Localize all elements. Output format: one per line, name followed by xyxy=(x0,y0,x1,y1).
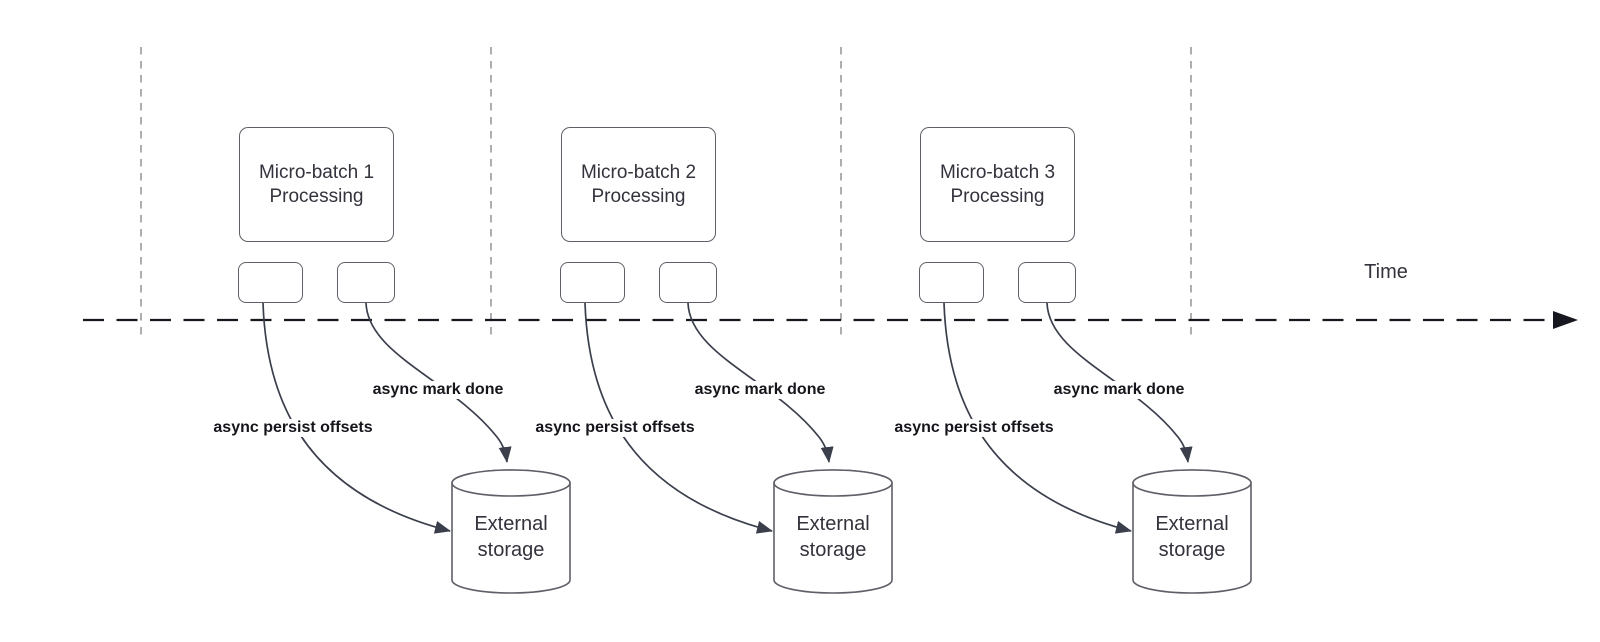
mark-done-arrow-label: async mark done xyxy=(1050,381,1188,399)
persist-offsets-arrow xyxy=(943,302,1132,534)
external-storage-label: External storage xyxy=(796,513,870,561)
external-storage-label: External storage xyxy=(1155,513,1229,561)
persist-offsets-arrow-label: async persist offsets xyxy=(210,419,376,437)
time-axis-arrowhead-icon xyxy=(1553,311,1578,329)
mark-done-task-node xyxy=(1018,262,1076,303)
mark-done-task-node xyxy=(659,262,717,303)
external-storage-cylinder-top xyxy=(773,469,893,497)
persist-offsets-arrow-label: async persist offsets xyxy=(532,419,698,437)
mark-done-arrow xyxy=(687,302,834,463)
time-axis-label: Time xyxy=(1364,261,1408,283)
persist-offsets-arrow-label: async persist offsets xyxy=(891,419,1057,437)
persist-offsets-task-node xyxy=(560,262,625,303)
mark-done-arrow-label: async mark done xyxy=(691,381,829,399)
mark-done-arrow-label: async mark done xyxy=(369,381,507,399)
persist-offsets-task-node xyxy=(238,262,303,303)
persist-offsets-task-node xyxy=(919,262,984,303)
micro-batch-3-processing-node: Micro-batch 3 Processing xyxy=(920,127,1075,242)
mark-done-arrow xyxy=(1046,302,1193,463)
external-storage-cylinder-top xyxy=(451,469,571,497)
external-storage-label: External storage xyxy=(474,513,548,561)
persist-offsets-arrow xyxy=(262,302,451,534)
micro-batch-2-processing-node: Micro-batch 2 Processing xyxy=(561,127,716,242)
mark-done-task-node xyxy=(337,262,395,303)
mark-done-arrow xyxy=(365,302,512,463)
external-storage-cylinder-top xyxy=(1132,469,1252,497)
micro-batch-1-processing-node: Micro-batch 1 Processing xyxy=(239,127,394,242)
persist-offsets-arrow xyxy=(584,302,773,534)
